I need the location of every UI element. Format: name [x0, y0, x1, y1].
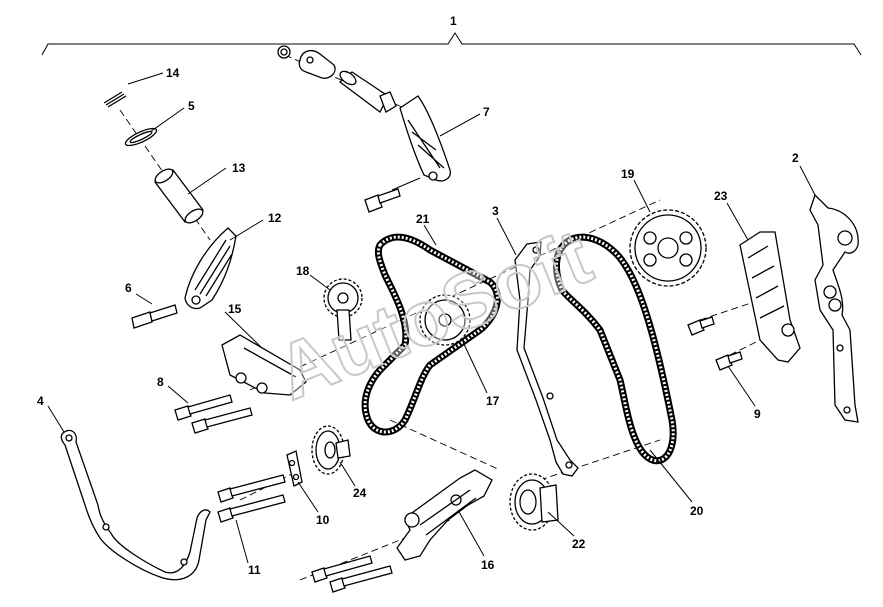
gasket-left	[60, 429, 211, 581]
callout-4: 4	[37, 394, 44, 408]
bolts-16	[311, 555, 393, 593]
gasket-center	[514, 241, 579, 477]
callout-7: 7	[483, 105, 490, 119]
callout-6: 6	[125, 281, 132, 295]
callout-23: 23	[714, 189, 728, 203]
callout-5: 5	[188, 99, 195, 113]
callout-22: 22	[572, 537, 586, 551]
bracket-10	[286, 450, 303, 487]
sprocket-19	[629, 209, 707, 287]
callout-2: 2	[792, 151, 799, 165]
oil-pump-sprocket	[311, 425, 351, 475]
sprocket-22	[509, 473, 559, 531]
main-chain	[553, 233, 677, 465]
bolts-8	[174, 394, 253, 434]
callout-15: 15	[228, 302, 242, 316]
assembly-bracket	[41, 32, 862, 56]
callout-labels: 1 2 3 4 5 6 7 8 9 10 11 12 13 14 15 16 1…	[37, 14, 799, 577]
bolt-7	[364, 188, 401, 213]
callout-9: 9	[754, 407, 761, 421]
callout-14: 14	[166, 66, 180, 80]
callout-13: 13	[232, 161, 246, 175]
callout-10: 10	[316, 513, 330, 527]
upper-guide-rail	[399, 95, 451, 182]
callout-1: 1	[450, 14, 457, 28]
callout-3: 3	[492, 204, 499, 218]
right-guide-rail	[739, 231, 801, 363]
callout-11: 11	[248, 563, 261, 577]
spring-pin	[103, 91, 127, 108]
callout-16: 16	[481, 558, 495, 572]
sprocket-17	[419, 294, 471, 346]
callout-24: 24	[353, 486, 367, 500]
tensioner-rail	[184, 227, 237, 310]
tensioner-piston	[154, 168, 204, 224]
bolt-6	[131, 304, 178, 329]
watermark: AutoSoft	[265, 212, 603, 417]
callout-18: 18	[296, 264, 310, 278]
callout-19: 19	[621, 167, 635, 181]
callout-12: 12	[268, 211, 282, 225]
lower-tensioner	[396, 469, 493, 561]
sprocket-18	[323, 278, 363, 341]
upper-chain	[361, 233, 501, 436]
bolts-9	[687, 316, 743, 371]
callout-17: 17	[486, 394, 500, 408]
callout-8: 8	[157, 375, 164, 389]
o-ring	[124, 127, 158, 147]
leader-lines	[47, 72, 816, 564]
callout-21: 21	[416, 212, 430, 226]
lower-guide-rail	[221, 334, 307, 396]
callout-20: 20	[690, 504, 704, 518]
bolts-11	[217, 474, 286, 523]
upper-tensioner-parts	[277, 45, 397, 113]
gasket-right	[809, 193, 859, 423]
